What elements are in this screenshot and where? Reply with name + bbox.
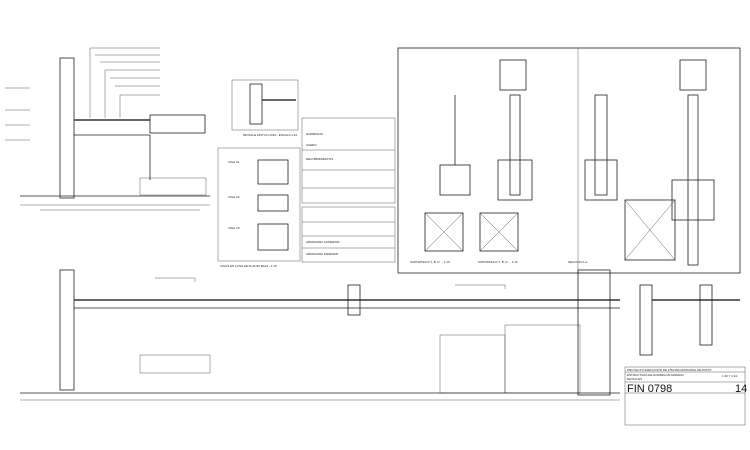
beam-details: VIGA V1 VIGA V2 VIGA V3 VIGAS EN LOSA DE… xyxy=(217,147,301,268)
table-label: RECUBRIMIENTOS xyxy=(306,157,333,161)
drawing-scale: 1:20 Y 1:10 xyxy=(722,374,738,378)
table-label: ARMADURA INFERIOR xyxy=(306,252,339,256)
table-label: HORMIGON xyxy=(306,132,323,136)
drawing-code: FIN 0798 xyxy=(627,383,672,395)
connection-detail xyxy=(639,284,740,356)
longitudinal-section xyxy=(20,269,620,401)
beam-v1-label: VIGA V1 xyxy=(228,160,240,164)
detail-support-slab: DETALLE APOYO LOSA - ESCALA 1:10 xyxy=(231,79,299,137)
table-label: ACERO xyxy=(306,143,317,147)
drawing-subject: ESTRUCTURA DE HORMIGON ARMADO xyxy=(627,373,685,377)
column-details-frame: SOPORTES P-7, B, D ... 1:10 SOPORTES P-7… xyxy=(397,47,741,274)
drawing-subtitle: DETALLES xyxy=(627,377,642,381)
sheet-number: 14 xyxy=(735,383,747,395)
beam-v3-label: VIGA V3 xyxy=(228,226,240,230)
section-detail-top-left xyxy=(5,47,210,211)
beam-v2-label: VIGA V2 xyxy=(228,195,240,199)
specification-tables: HORMIGON ACERO RECUBRIMIENTOS ARMADURA S… xyxy=(301,117,396,263)
detail-support-label: DETALLE APOYO LOSA - ESCALA 1:10 xyxy=(243,133,297,137)
section-aa-label: SECCION A-A xyxy=(568,260,587,264)
project-title: PROYECTO EJECUCION DE PISCINA MUNICIPAL … xyxy=(627,368,712,372)
table-label: ARMADURA SUPERIOR xyxy=(306,240,340,244)
title-block: PROYECTO EJECUCION DE PISCINA MUNICIPAL … xyxy=(624,366,747,426)
supports-label-1: SOPORTES P-7, B, D ... 1:10 xyxy=(410,260,450,264)
supports-label-2: SOPORTES P-7, B, D ... 1:10 xyxy=(478,260,518,264)
beams-title: VIGAS EN LOSA DE PLANTA BAJA - 1:10 xyxy=(220,264,277,268)
